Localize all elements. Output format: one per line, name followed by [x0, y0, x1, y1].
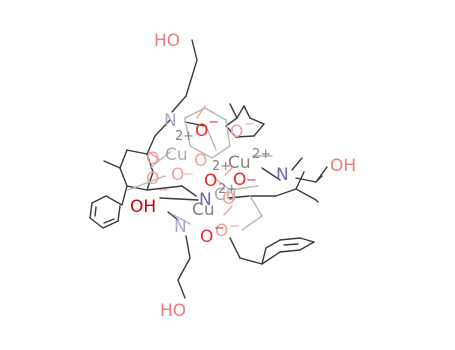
nitrogen-label-top: N — [164, 111, 177, 131]
hydroxyl-label-right: OH — [330, 156, 356, 176]
left-ring-bonds — [103, 135, 156, 206]
copper-label-3: Cu — [192, 200, 215, 220]
oxygen-minus-5: − — [183, 167, 194, 182]
oxygen-label-6: O — [194, 151, 207, 171]
oxygen-minus-1: − — [208, 115, 219, 130]
oxygen-label-9: O — [222, 189, 235, 209]
oxygen-label-10: O — [200, 227, 213, 247]
copper-charge-2: 2+ — [252, 147, 271, 162]
oxygen-bonds — [148, 105, 233, 216]
central-backbone-bonds — [146, 171, 317, 201]
nitrogen-label-right: N — [276, 165, 289, 185]
copper-label-2: Cu — [228, 153, 251, 173]
copper-label-1: Cu — [165, 145, 188, 165]
benzyl-left-bonds — [89, 195, 123, 229]
copper-charge-4: 2+ — [218, 182, 237, 197]
oxygen-minus-8: − — [246, 173, 257, 188]
atom-labels: HO OH HO OH N N N N Cu 2+ Cu 2+ Cu 2+ Cu… — [130, 31, 356, 321]
oxygen-label-7: O — [204, 171, 217, 191]
right-arm-bonds — [261, 157, 328, 183]
oxygen-label-5: O — [171, 165, 184, 185]
copper-charge-1: 2+ — [175, 129, 194, 144]
oxygen-label-1: O — [195, 121, 208, 141]
oxygen-label-11: O — [215, 221, 228, 241]
oxygen-label-8: O — [233, 170, 246, 190]
top-arm-bonds — [154, 39, 206, 137]
benzyl-right-bonds — [229, 237, 315, 265]
methyl-right-bonds — [315, 199, 319, 203]
nitrogen-label-center: N — [199, 190, 212, 210]
hydroxyl-label-bottom: HO — [160, 301, 186, 321]
oxygen-label-3: O — [146, 149, 159, 169]
copper-label-4: Cu — [214, 185, 237, 205]
copper-charge-3: 2+ — [212, 159, 231, 174]
nitrogen-label-bottom: N — [174, 217, 187, 237]
hydroxyl-label-left: OH — [130, 197, 156, 217]
oxygen-label-2: O — [230, 122, 243, 142]
bond-layer — [89, 39, 328, 299]
oxygen-minus-10: − — [214, 221, 225, 236]
oxygen-minus-7: − — [158, 183, 169, 198]
oxygen-minus-11: − — [229, 219, 240, 234]
oxygen-label-4: O — [146, 169, 159, 189]
bottom-arm-bonds — [167, 211, 191, 299]
hydroxyl-label-top: HO — [154, 31, 180, 51]
oxygen-minus-2: − — [244, 117, 255, 132]
